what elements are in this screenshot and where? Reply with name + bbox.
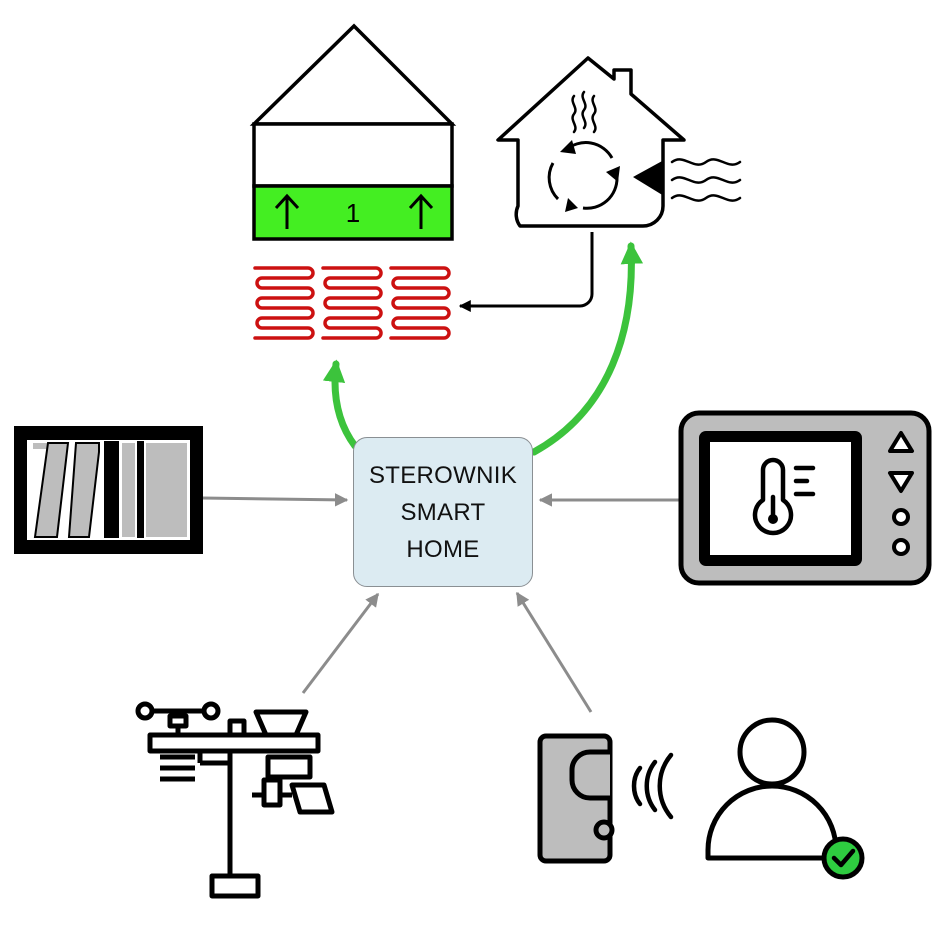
controller-label-line2: SMART: [400, 498, 486, 526]
panel-button-icon: [892, 508, 910, 526]
input-arrow-blinds: [201, 493, 349, 507]
output-arrow-heat-pump: [530, 241, 644, 456]
panel-button-icon: [892, 538, 910, 556]
controller-label-line3: HOME: [406, 535, 480, 563]
up-arrow-icon: [408, 193, 434, 229]
heating-coil-icon: [253, 266, 451, 340]
panel-up-button-icon: [888, 431, 914, 453]
thermostat-panel-icon: [678, 410, 932, 586]
zone-number: 1: [346, 198, 360, 228]
weather-station-icon: [135, 701, 335, 899]
wireless-signal-icon: [631, 752, 674, 820]
heat-supply-arrow: [458, 232, 594, 312]
panel-down-button-icon: [888, 471, 914, 493]
rfid-reader-icon: [537, 733, 615, 864]
user-icon: [705, 717, 839, 861]
output-arrow-floor-heating: [322, 359, 359, 450]
heat-pump-icon: [496, 56, 742, 228]
controller-label-line1: STEROWNIK: [368, 461, 518, 489]
up-arrow-icon: [274, 193, 300, 229]
smart-home-controller: STEROWNIK SMART HOME: [353, 437, 533, 587]
input-arrow-weather-station: [301, 592, 380, 694]
check-icon: [821, 836, 865, 880]
window-blinds-icon: [14, 426, 203, 554]
house-zone-icon: 1: [249, 23, 457, 241]
input-arrow-access: [515, 591, 593, 713]
